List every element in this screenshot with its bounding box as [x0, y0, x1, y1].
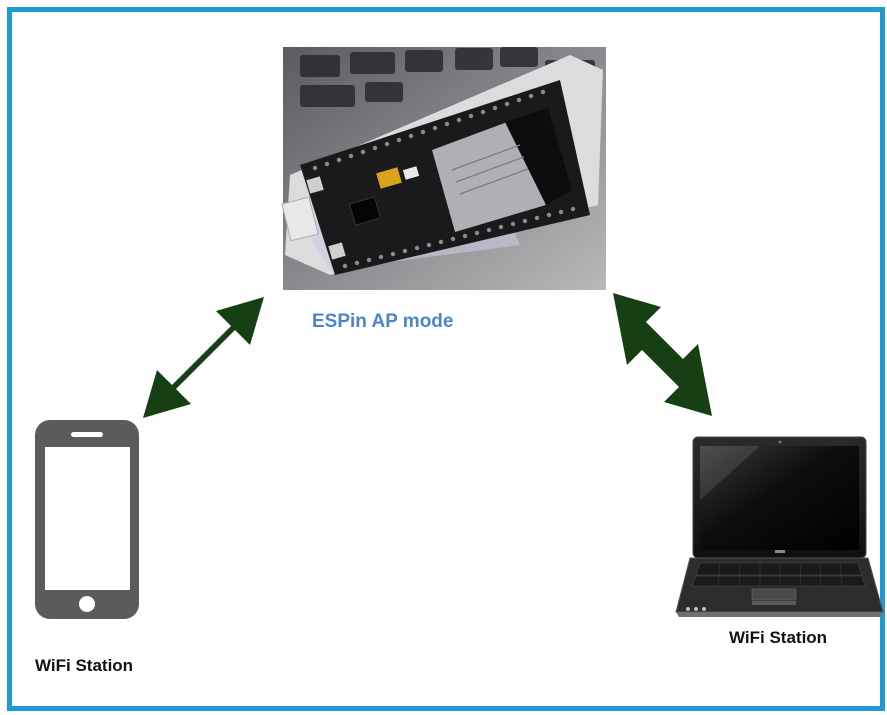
smartphone-icon: [35, 420, 139, 619]
link-arrow-ap-laptop: [613, 293, 712, 416]
laptop-icon: [675, 436, 884, 617]
esp32-dev-board-photo: [281, 47, 606, 290]
laptop-station-label: WiFi Station: [729, 628, 828, 647]
phone-station-label: WiFi Station: [35, 656, 134, 675]
link-arrow-phone-ap: [143, 297, 264, 418]
ap-mode-label: ESPin AP mode: [312, 311, 454, 332]
